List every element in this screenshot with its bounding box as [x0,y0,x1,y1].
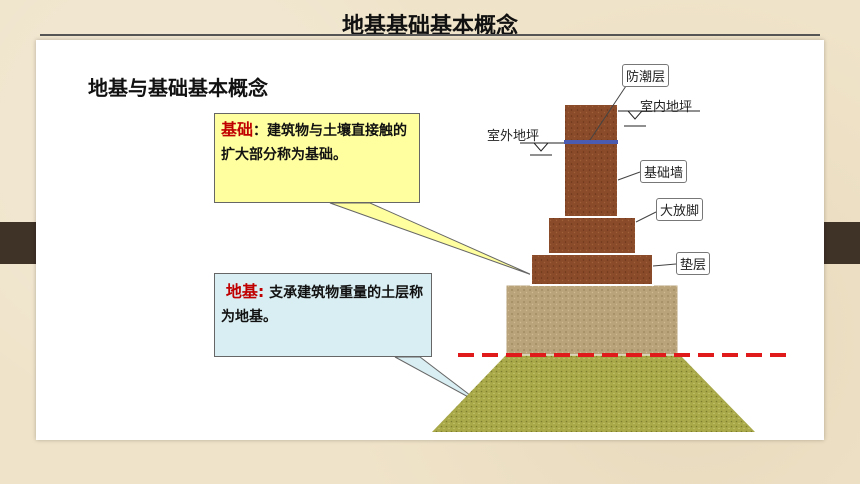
footing-step-lower [530,253,654,286]
subgrade-callout: 地基: 支承建筑物重量的土层称为地基。 [214,273,432,357]
label-footing: 大放脚 [656,198,704,221]
footing-step-upper [547,216,637,255]
label-indoor-floor: 室内地坪 [640,100,693,115]
title-divider [40,34,820,36]
subgrade-callout-pointer [394,356,484,406]
label-cushion: 垫层 [676,252,711,275]
section-heading: 地基与基础基本概念 [88,76,268,100]
foundation-definition: ：建筑物与土壤直接触的扩大部分称为基础。 [221,123,408,163]
foundation-callout-pointer [329,202,533,276]
subgrade-definition: 支承建筑物重量的土层称为地基。 [221,285,424,325]
label-foundation-wall: 基础墙 [640,160,688,183]
cushion-layer [505,284,679,356]
foundation-term: 基础 [221,120,254,139]
label-damp-proof: 防潮层 [622,64,670,87]
foundation-callout: 基础：建筑物与土壤直接触的扩大部分称为基础。 [214,113,420,203]
subgrade-term: 地基: [225,282,265,301]
subgrade-soil [432,355,755,432]
damp-proof-line [564,140,618,144]
label-outdoor-floor: 室外地坪 [487,129,540,144]
foundation-wall [563,103,619,218]
